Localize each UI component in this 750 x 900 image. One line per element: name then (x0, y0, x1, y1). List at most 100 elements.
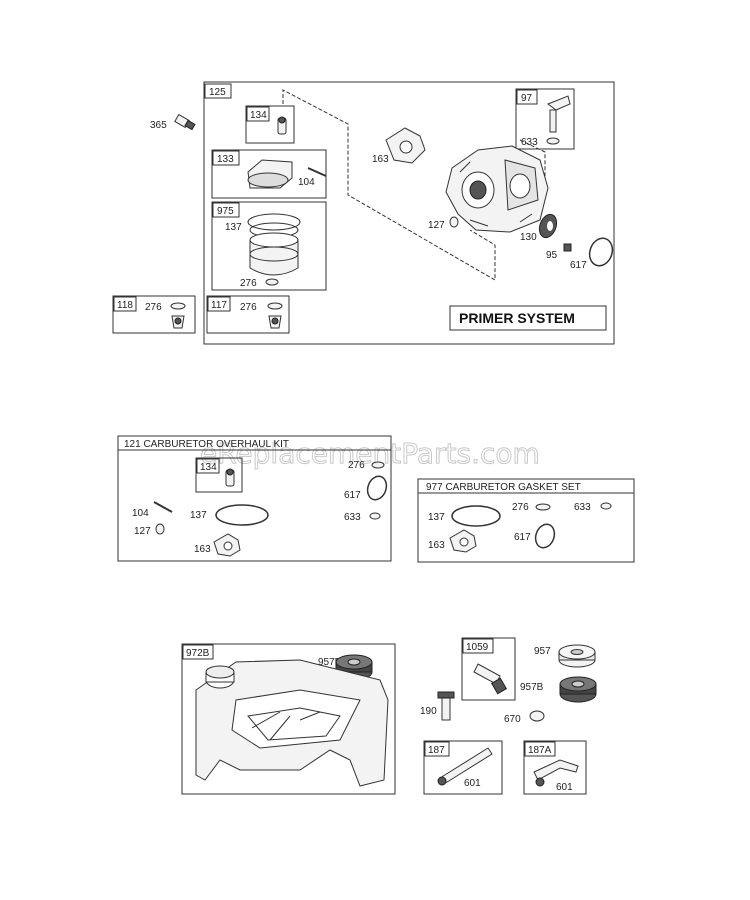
overhaul-box-134-tag (196, 458, 220, 474)
label-1059: 1059 (466, 642, 489, 653)
gasket-set-title: 977 CARBURETOR GASKET SET (426, 482, 581, 493)
label-163-primer: 163 (372, 154, 389, 165)
label-365: 365 (150, 120, 167, 131)
label-972B: 972B (186, 648, 210, 659)
overhaul-part-127 (155, 523, 165, 535)
primer-box-125-tag (204, 83, 232, 99)
primer-system-frame (203, 81, 615, 345)
part-190 (437, 691, 455, 721)
label-187: 187 (428, 745, 445, 756)
part-670 (529, 710, 545, 722)
overhaul-label-617: 617 (344, 490, 361, 501)
label-127-primer: 127 (428, 220, 445, 231)
screw-365 (174, 113, 196, 131)
label-633-primer: 633 (521, 137, 538, 148)
oring-617 (588, 237, 614, 267)
overhaul-label-163: 163 (194, 544, 211, 555)
overhaul-part-276 (371, 461, 385, 469)
fuel-cap-957B-misc (559, 676, 597, 703)
label-134: 134 (250, 110, 267, 121)
watermark: eReplacementParts.com (200, 437, 540, 470)
label-276-118: 276 (145, 302, 162, 313)
box-118-tag (113, 296, 137, 312)
box-187 (423, 740, 503, 795)
overhaul-kit-frame (117, 435, 392, 562)
gasket-part-276 (535, 503, 551, 511)
gasket-163 (385, 127, 426, 164)
overhaul-part-104 (153, 501, 173, 513)
label-137-primer: 137 (225, 222, 242, 233)
box-187-tag (424, 741, 450, 757)
label-187A: 187A (528, 745, 552, 756)
label-133: 133 (217, 154, 234, 165)
misc-label-957B: 957B (520, 682, 544, 693)
box-187A (523, 740, 587, 795)
overhaul-label-134: 134 (200, 462, 217, 473)
label-276-primer: 276 (240, 278, 257, 289)
overhaul-label-633: 633 (344, 512, 361, 523)
box-117 (206, 295, 290, 334)
label-125: 125 (209, 87, 226, 98)
choke-lever-97 (546, 95, 571, 145)
box-972B-tag (182, 644, 214, 660)
part-127 (449, 216, 459, 228)
label-670: 670 (504, 714, 521, 725)
overhaul-part-633 (369, 512, 381, 520)
box-134 (245, 105, 295, 144)
gasket-ring-137 (451, 505, 501, 527)
box-1059 (461, 637, 516, 701)
overhaul-label-276: 276 (348, 460, 365, 471)
gasket-label-163: 163 (428, 540, 445, 551)
gasket-label-633: 633 (574, 502, 591, 513)
fuel-cap-957 (558, 644, 596, 668)
part-1059 (473, 663, 508, 695)
box-97 (515, 88, 575, 150)
overhaul-ring-137 (215, 504, 269, 526)
overhaul-label-104: 104 (132, 508, 149, 519)
overhaul-label-127: 127 (134, 526, 151, 537)
label-190: 190 (420, 706, 437, 717)
part-118 (170, 302, 186, 329)
overhaul-box-134 (195, 457, 243, 493)
float-133 (247, 159, 327, 189)
label-97: 97 (521, 93, 533, 104)
overhaul-oring-617 (366, 475, 388, 501)
carburetor-body (445, 145, 549, 233)
fuel-tank-frame (181, 643, 396, 795)
part-117 (267, 302, 283, 329)
box-1059-tag (462, 638, 494, 654)
box-187A-tag (524, 741, 556, 757)
label-276-117: 276 (240, 302, 257, 313)
label-118: 118 (117, 300, 133, 311)
box-134-tag (246, 106, 270, 122)
box-133 (211, 149, 327, 199)
primer-bulb-part (277, 116, 287, 135)
gasket-label-276: 276 (512, 502, 529, 513)
box-133-tag (212, 150, 240, 166)
leader-line-primer (282, 89, 496, 281)
gasket-set-frame (417, 478, 635, 563)
label-975: 975 (217, 206, 234, 217)
label-617-primer: 617 (570, 260, 587, 271)
label-957: 957 (534, 646, 551, 657)
tank-label-957B: 957B (318, 657, 342, 668)
label-117: 117 (211, 300, 227, 311)
gasket-part-633 (600, 502, 612, 510)
overhaul-kit-title: 121 CARBURETOR OVERHAUL KIT (124, 439, 289, 450)
overhaul-gasket-163 (213, 533, 241, 557)
gasket-part-163 (449, 529, 477, 553)
box-975-tag (212, 202, 240, 218)
primer-title-box (449, 305, 607, 331)
box-97-tag (516, 89, 538, 105)
fuel-tank-972B (195, 659, 389, 787)
gasket-label-137: 137 (428, 512, 445, 523)
overhaul-primer-bulb (225, 468, 235, 487)
overhaul-label-137: 137 (190, 510, 207, 521)
label-104-primer: 104 (298, 177, 315, 188)
fuel-line-187A (533, 759, 579, 787)
part-95 (563, 243, 572, 252)
part-130 (538, 213, 558, 239)
label-130: 130 (520, 232, 537, 243)
primer-system-title: PRIMER SYSTEM (459, 310, 575, 326)
